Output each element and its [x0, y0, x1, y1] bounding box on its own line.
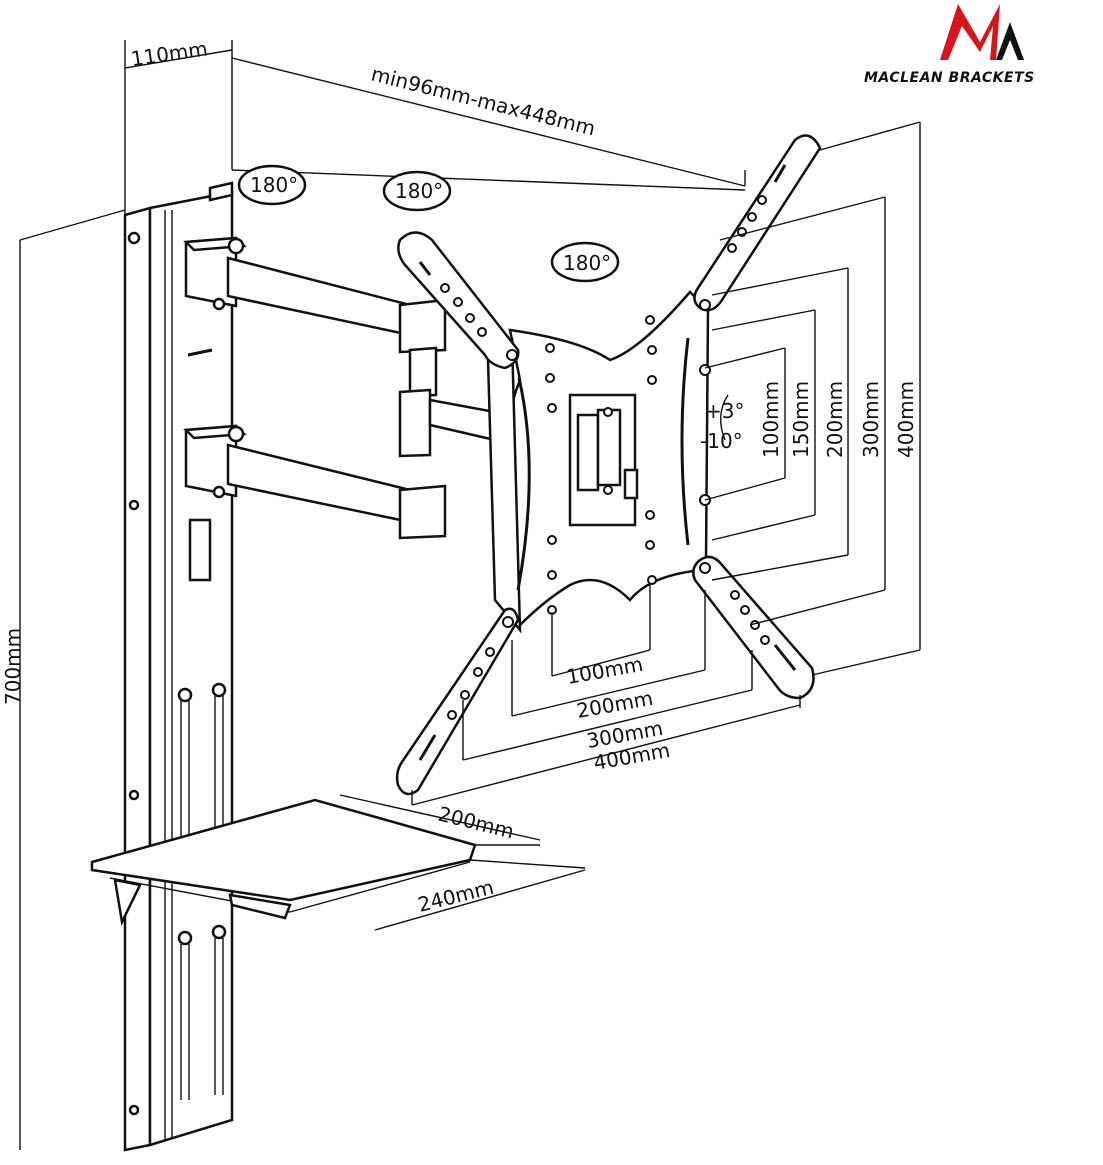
strap-top-right: [693, 134, 822, 312]
strap-bottom-right: [692, 555, 815, 700]
dim-wall-depth-label: 110mm: [129, 36, 209, 71]
tilt-up-label: +3°: [705, 399, 744, 423]
dim-vesa-v-200: 200mm: [823, 381, 847, 458]
brand-name: MACLEAN BRACKETS: [864, 70, 1035, 86]
brand-logo: MACLEAN BRACKETS: [864, 4, 1035, 86]
dim-height: 700mm: [1, 240, 25, 1150]
strap-bottom-left: [395, 607, 520, 796]
logo-m-dark: [996, 22, 1024, 60]
swivel-plate-label: 180°: [563, 251, 611, 275]
dim-vesa-vertical: 100mm 150mm 200mm 300mm 400mm: [704, 121, 921, 676]
arm-joint: [398, 346, 497, 458]
lower-arm: [183, 424, 447, 540]
dim-vesa-v-300: 300mm: [859, 381, 883, 458]
strap-top-left: [397, 231, 520, 370]
dim-vesa-v-150: 150mm: [789, 381, 813, 458]
dim-shelf-width-label: 240mm: [415, 875, 496, 917]
swivel-wall-label: 180°: [250, 173, 298, 197]
logo-m-red: [940, 4, 1000, 60]
swivel-badge-plate: 180°: [550, 241, 620, 283]
dim-height-label: 700mm: [1, 628, 25, 705]
dim-vesa-v-400: 400mm: [894, 381, 918, 458]
tilt-down-label: -10°: [700, 429, 743, 453]
wall-rail: [123, 181, 234, 1152]
dim-wall-depth: 110mm: [124, 36, 233, 71]
vesa-plate: [486, 290, 711, 634]
swivel-arm-label: 180°: [395, 179, 443, 203]
swivel-badge-arm: 180°: [382, 170, 452, 212]
dim-vesa-v-100: 100mm: [759, 381, 783, 458]
dim-vesa-h-200: 200mm: [575, 686, 655, 723]
dim-arm-extension: min96mm-max448mm: [231, 57, 746, 187]
swivel-badge-wall: 180°: [237, 164, 307, 206]
upper-arm: [183, 236, 447, 354]
tilt-indicator: +3° -10°: [700, 394, 744, 453]
dim-vesa-h-100: 100mm: [565, 652, 645, 689]
